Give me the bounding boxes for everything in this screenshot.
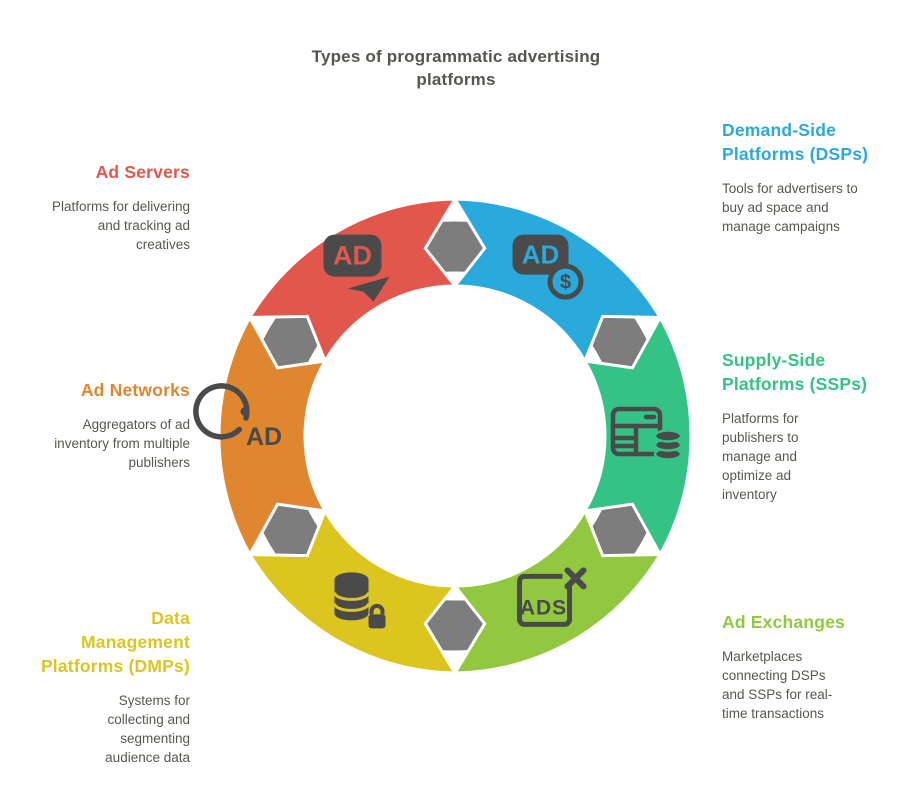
label-block-ad-exchanges: Ad Exchanges Marketplaces connecting DSP… xyxy=(722,610,887,723)
svg-text:ADS: ADS xyxy=(520,596,567,619)
label-block-ad-networks: Ad Networks Aggregators of ad inventory … xyxy=(20,378,190,472)
supply-side-platforms-heading: Supply-Side Platforms (SSPs) xyxy=(722,350,868,394)
ad-networks-description: Aggregators of ad inventory from multipl… xyxy=(54,417,190,470)
table-coins-icon xyxy=(610,406,683,461)
ads-blocked-icon: ADS xyxy=(517,567,587,627)
svg-text:$: $ xyxy=(560,272,571,294)
segment-ad-servers xyxy=(247,197,459,365)
page-title: Types of programmatic advertising platfo… xyxy=(311,47,601,89)
svg-text:AD: AD xyxy=(333,241,372,271)
ad-dollar-icon: AD $ xyxy=(512,234,584,300)
label-block-data-management-platforms: Data Management Platforms (DMPs) Systems… xyxy=(40,606,190,767)
demand-side-platforms-heading: Demand-Side Platforms (DSPs) xyxy=(722,120,869,164)
label-block-supply-side-platforms: Supply-Side Platforms (SSPs) Platforms f… xyxy=(722,348,882,504)
label-block-demand-side-platforms: Demand-Side Platforms (DSPs) Tools for a… xyxy=(722,118,882,236)
database-lock-icon xyxy=(333,572,386,629)
label-block-ad-servers: Ad Servers Platforms for delivering and … xyxy=(20,160,190,254)
ad-circle-icon: AD xyxy=(193,383,282,451)
ad-networks-heading: Ad Networks xyxy=(80,380,190,400)
data-management-platforms-heading: Data Management Platforms (DMPs) xyxy=(40,608,190,676)
ad-send-icon: AD xyxy=(323,234,390,302)
svg-text:AD: AD xyxy=(246,423,282,451)
supply-side-platforms-description: Platforms for publishers to manage and o… xyxy=(722,411,799,502)
ad-servers-description: Platforms for delivering and tracking ad… xyxy=(51,199,190,252)
ad-exchanges-heading: Ad Exchanges xyxy=(722,612,845,632)
svg-text:AD: AD xyxy=(522,240,560,270)
ad-exchanges-description: Marketplaces connecting DSPs and SSPs fo… xyxy=(722,649,833,721)
data-management-platforms-description: Systems for collecting and segmenting au… xyxy=(105,693,190,765)
demand-side-platforms-description: Tools for advertisers to buy ad space an… xyxy=(722,181,858,234)
ad-servers-heading: Ad Servers xyxy=(95,162,190,182)
